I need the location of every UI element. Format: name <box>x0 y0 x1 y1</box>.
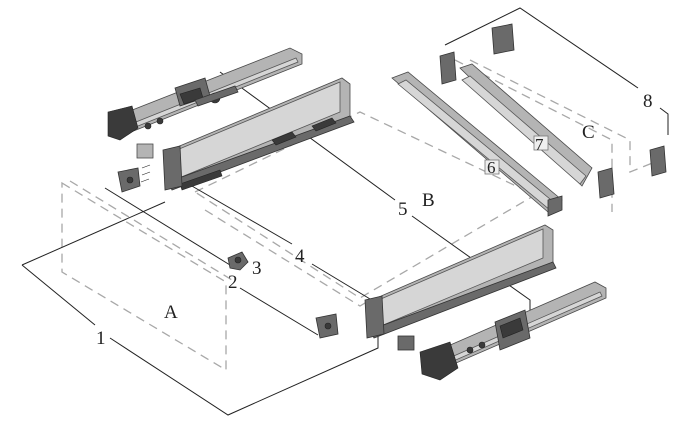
lower-runner-rail <box>419 281 607 381</box>
callout-4: 4 <box>295 246 305 267</box>
callout-A: A <box>164 302 178 323</box>
callout-3: 3 <box>252 258 262 279</box>
leader-line-2 <box>104 187 319 336</box>
label-plate-7 <box>533 135 549 151</box>
back-panel <box>459 63 593 187</box>
callout-6: 6 <box>487 158 496 177</box>
callout-C: C <box>582 122 595 143</box>
label-plate-6 <box>484 159 500 175</box>
front-bracket-left <box>117 164 151 193</box>
callout-8: 8 <box>643 91 653 112</box>
callout-5: 5 <box>398 199 408 220</box>
adjustment-clip <box>227 251 249 271</box>
callout-B: B <box>422 190 435 211</box>
leader-line-1 <box>21 201 379 416</box>
leader-line-4 <box>184 181 381 306</box>
callout-2: 2 <box>228 272 238 293</box>
left-drawer-side <box>136 77 355 191</box>
upper-runner-rail <box>107 47 303 141</box>
callout-7: 7 <box>535 135 544 154</box>
callout-1: 1 <box>96 328 106 349</box>
back-bracket-right <box>597 145 667 199</box>
right-drawer-side <box>364 224 557 351</box>
front-bracket-right <box>315 313 339 339</box>
leader-line-8 <box>444 7 669 135</box>
dashed-outline-front-panel <box>61 180 233 372</box>
back-bracket-top-left <box>439 23 515 85</box>
